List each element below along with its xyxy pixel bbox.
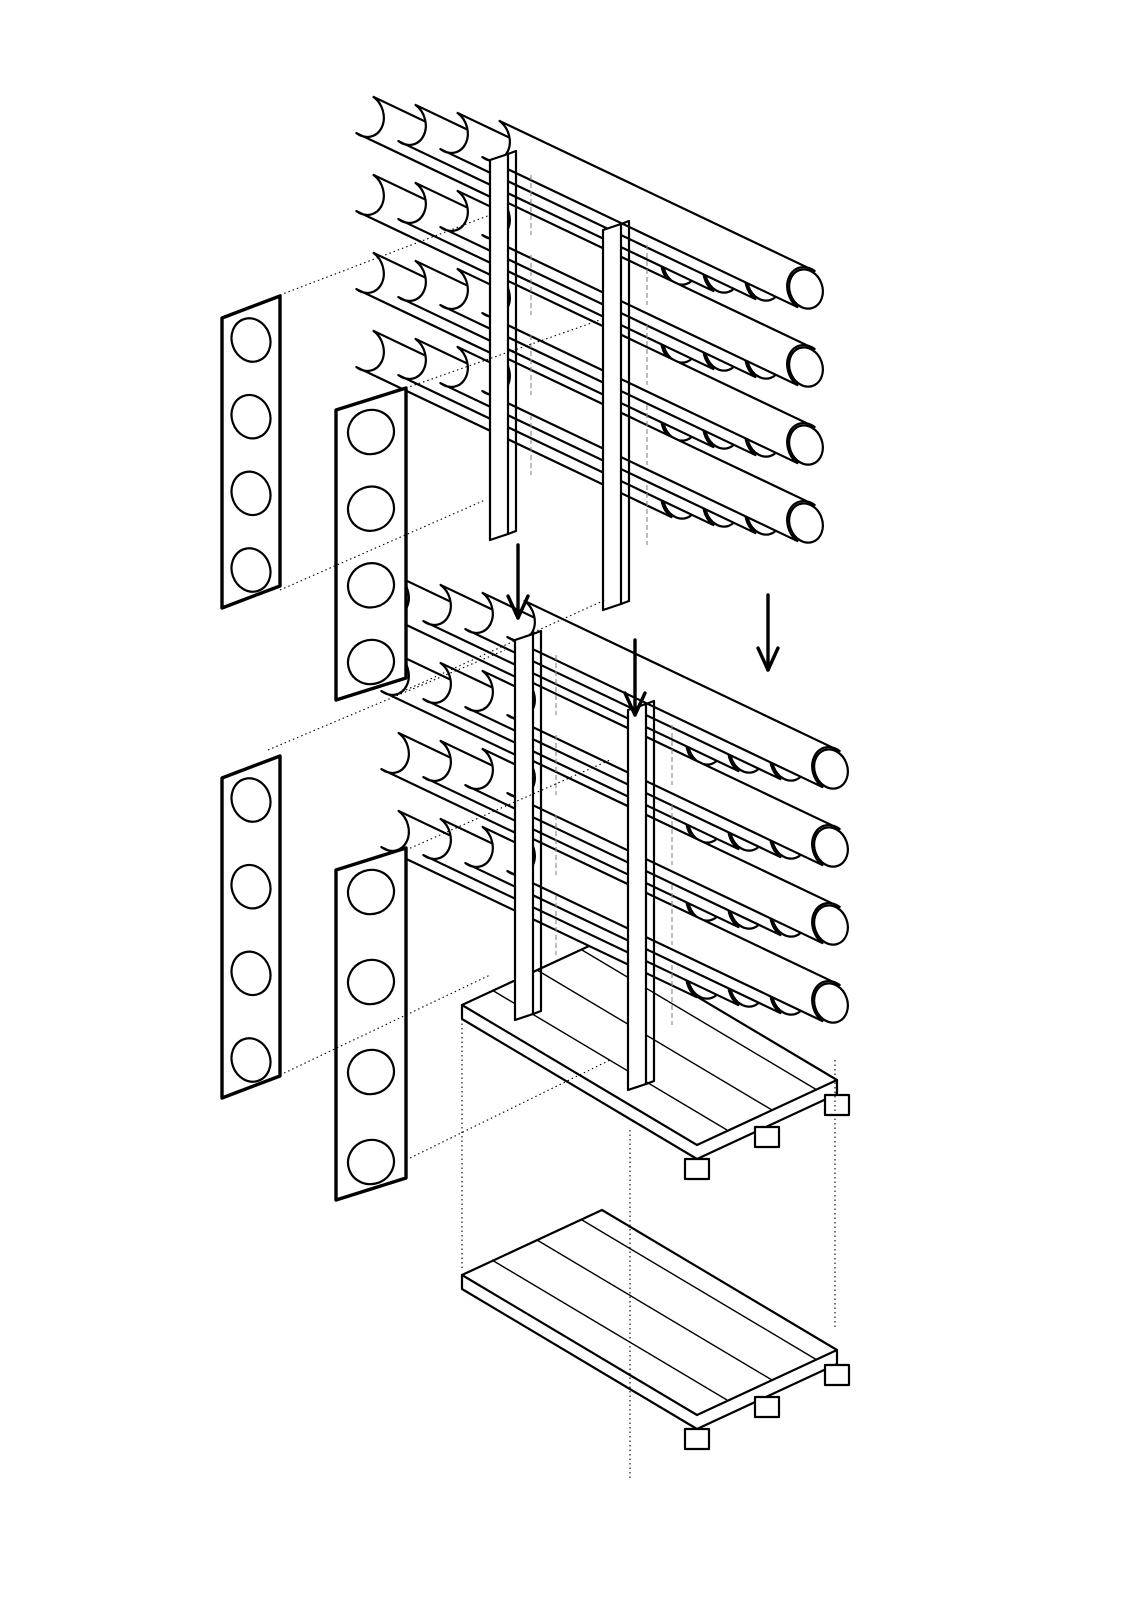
lower-upright-front-right-edge — [644, 699, 656, 1086]
lower-upright-front-left-edge — [531, 629, 543, 1016]
upper-upright-front-left-face — [488, 152, 510, 542]
upper-pallet-block-1 — [683, 1157, 711, 1181]
lower-upright-front-left-face — [513, 632, 535, 1022]
side-plate-lower-left-outline — [220, 754, 282, 1100]
side-plate-lower-left — [220, 754, 282, 1100]
base-pallet-block-3 — [823, 1363, 851, 1387]
down-arrow-1-head — [506, 594, 530, 620]
upper-rack — [355, 95, 824, 612]
side-plate-upper-left-hole-3 — [230, 470, 272, 517]
side-plate-upper-left-outline — [220, 294, 282, 610]
lower-pipe-r3-c4-end-cap — [813, 904, 849, 946]
upper-pallet — [460, 938, 851, 1181]
upper-pipe-r3-c4 — [481, 275, 824, 466]
upper-upright-front-left-edge — [506, 149, 518, 536]
side-plate-upper-right-hole-4 — [346, 638, 396, 686]
side-plate-upper-right-outline — [334, 386, 408, 702]
guide-line-3 — [405, 319, 601, 389]
side-plate-upper-right — [334, 386, 408, 702]
base-pallet — [460, 1208, 851, 1451]
upper-pallet-block-3 — [823, 1093, 851, 1117]
side-plate-lower-left-hole-4 — [230, 1037, 272, 1083]
lower-pipe-r3-c4 — [506, 755, 849, 946]
base-pallet-block-1 — [683, 1427, 711, 1451]
dotted-guide-lines — [267, 214, 836, 1480]
down-arrow-2 — [623, 638, 647, 717]
side-plate-upper-right-hole-1 — [346, 408, 396, 456]
base-pallet-deck — [460, 1208, 839, 1417]
upper-pipe-r1-c4-end-cap — [788, 268, 824, 310]
side-plate-lower-right-hole-1 — [346, 868, 396, 916]
down-arrow-3 — [756, 593, 780, 672]
side-plate-upper-left-hole-4 — [230, 547, 272, 593]
upper-pallet-board-3 — [581, 949, 818, 1091]
side-plate-lower-right-hole-4 — [346, 1138, 396, 1186]
upper-pallet-block-2 — [753, 1125, 781, 1149]
side-plate-lower-right-hole-3 — [346, 1048, 396, 1096]
side-plate-upper-right-hole-3 — [346, 562, 396, 609]
side-plate-lower-right-hole-2 — [346, 958, 396, 1006]
side-plate-upper-left-hole-2 — [230, 393, 272, 440]
guide-line-2 — [279, 499, 486, 591]
guide-line-6 — [279, 974, 491, 1076]
guide-line-1 — [279, 214, 491, 296]
down-arrow-2-head — [623, 691, 647, 717]
base-pallet-board-3 — [581, 1219, 818, 1361]
side-plate-upper-left-hole-1 — [230, 317, 272, 363]
base-pallet-board-1 — [491, 1259, 728, 1401]
side-plates — [220, 294, 408, 1202]
upper-pipe-r4-c4-end-cap — [788, 502, 824, 544]
base-pallet-block-2 — [753, 1395, 781, 1419]
down-arrows — [506, 543, 780, 717]
side-plate-upper-right-hole-2 — [346, 485, 396, 532]
guide-line-8 — [405, 1059, 611, 1161]
guide-line-7 — [405, 759, 611, 851]
guide-line-4 — [405, 599, 606, 691]
upper-pipe-r3-c4-end-cap — [788, 424, 824, 466]
side-plate-lower-right-outline — [334, 846, 408, 1202]
upper-upright-front-left — [488, 149, 518, 542]
lower-pipe-r1-c4-end-cap — [813, 748, 849, 790]
upper-upright-front-right-edge — [619, 219, 631, 606]
upper-pipe-r2-c4-end-cap — [788, 346, 824, 388]
lower-upright-front-left — [513, 629, 543, 1022]
lower-pipe-r4-c4 — [506, 833, 849, 1024]
base-pallet-board-2 — [536, 1239, 773, 1381]
base-pallet — [460, 938, 851, 1451]
side-plate-upper-left — [220, 294, 282, 610]
side-plate-lower-left-hole-2 — [230, 863, 272, 910]
down-arrow-1 — [506, 543, 530, 620]
upper-upright-front-right-face — [601, 222, 623, 612]
lower-upright-front-right — [626, 699, 656, 1092]
lower-rack — [380, 575, 849, 1092]
lower-pipe-r4-c4-end-cap — [813, 982, 849, 1024]
lower-upright-front-right-face — [626, 702, 648, 1092]
down-arrow-3-head — [756, 646, 780, 672]
side-plate-lower-left-hole-3 — [230, 950, 272, 997]
side-plate-lower-right — [334, 846, 408, 1202]
upper-upright-front-right — [601, 219, 631, 612]
side-plate-lower-left-hole-1 — [230, 777, 272, 823]
lower-pipe-r2-c4-end-cap — [813, 826, 849, 868]
